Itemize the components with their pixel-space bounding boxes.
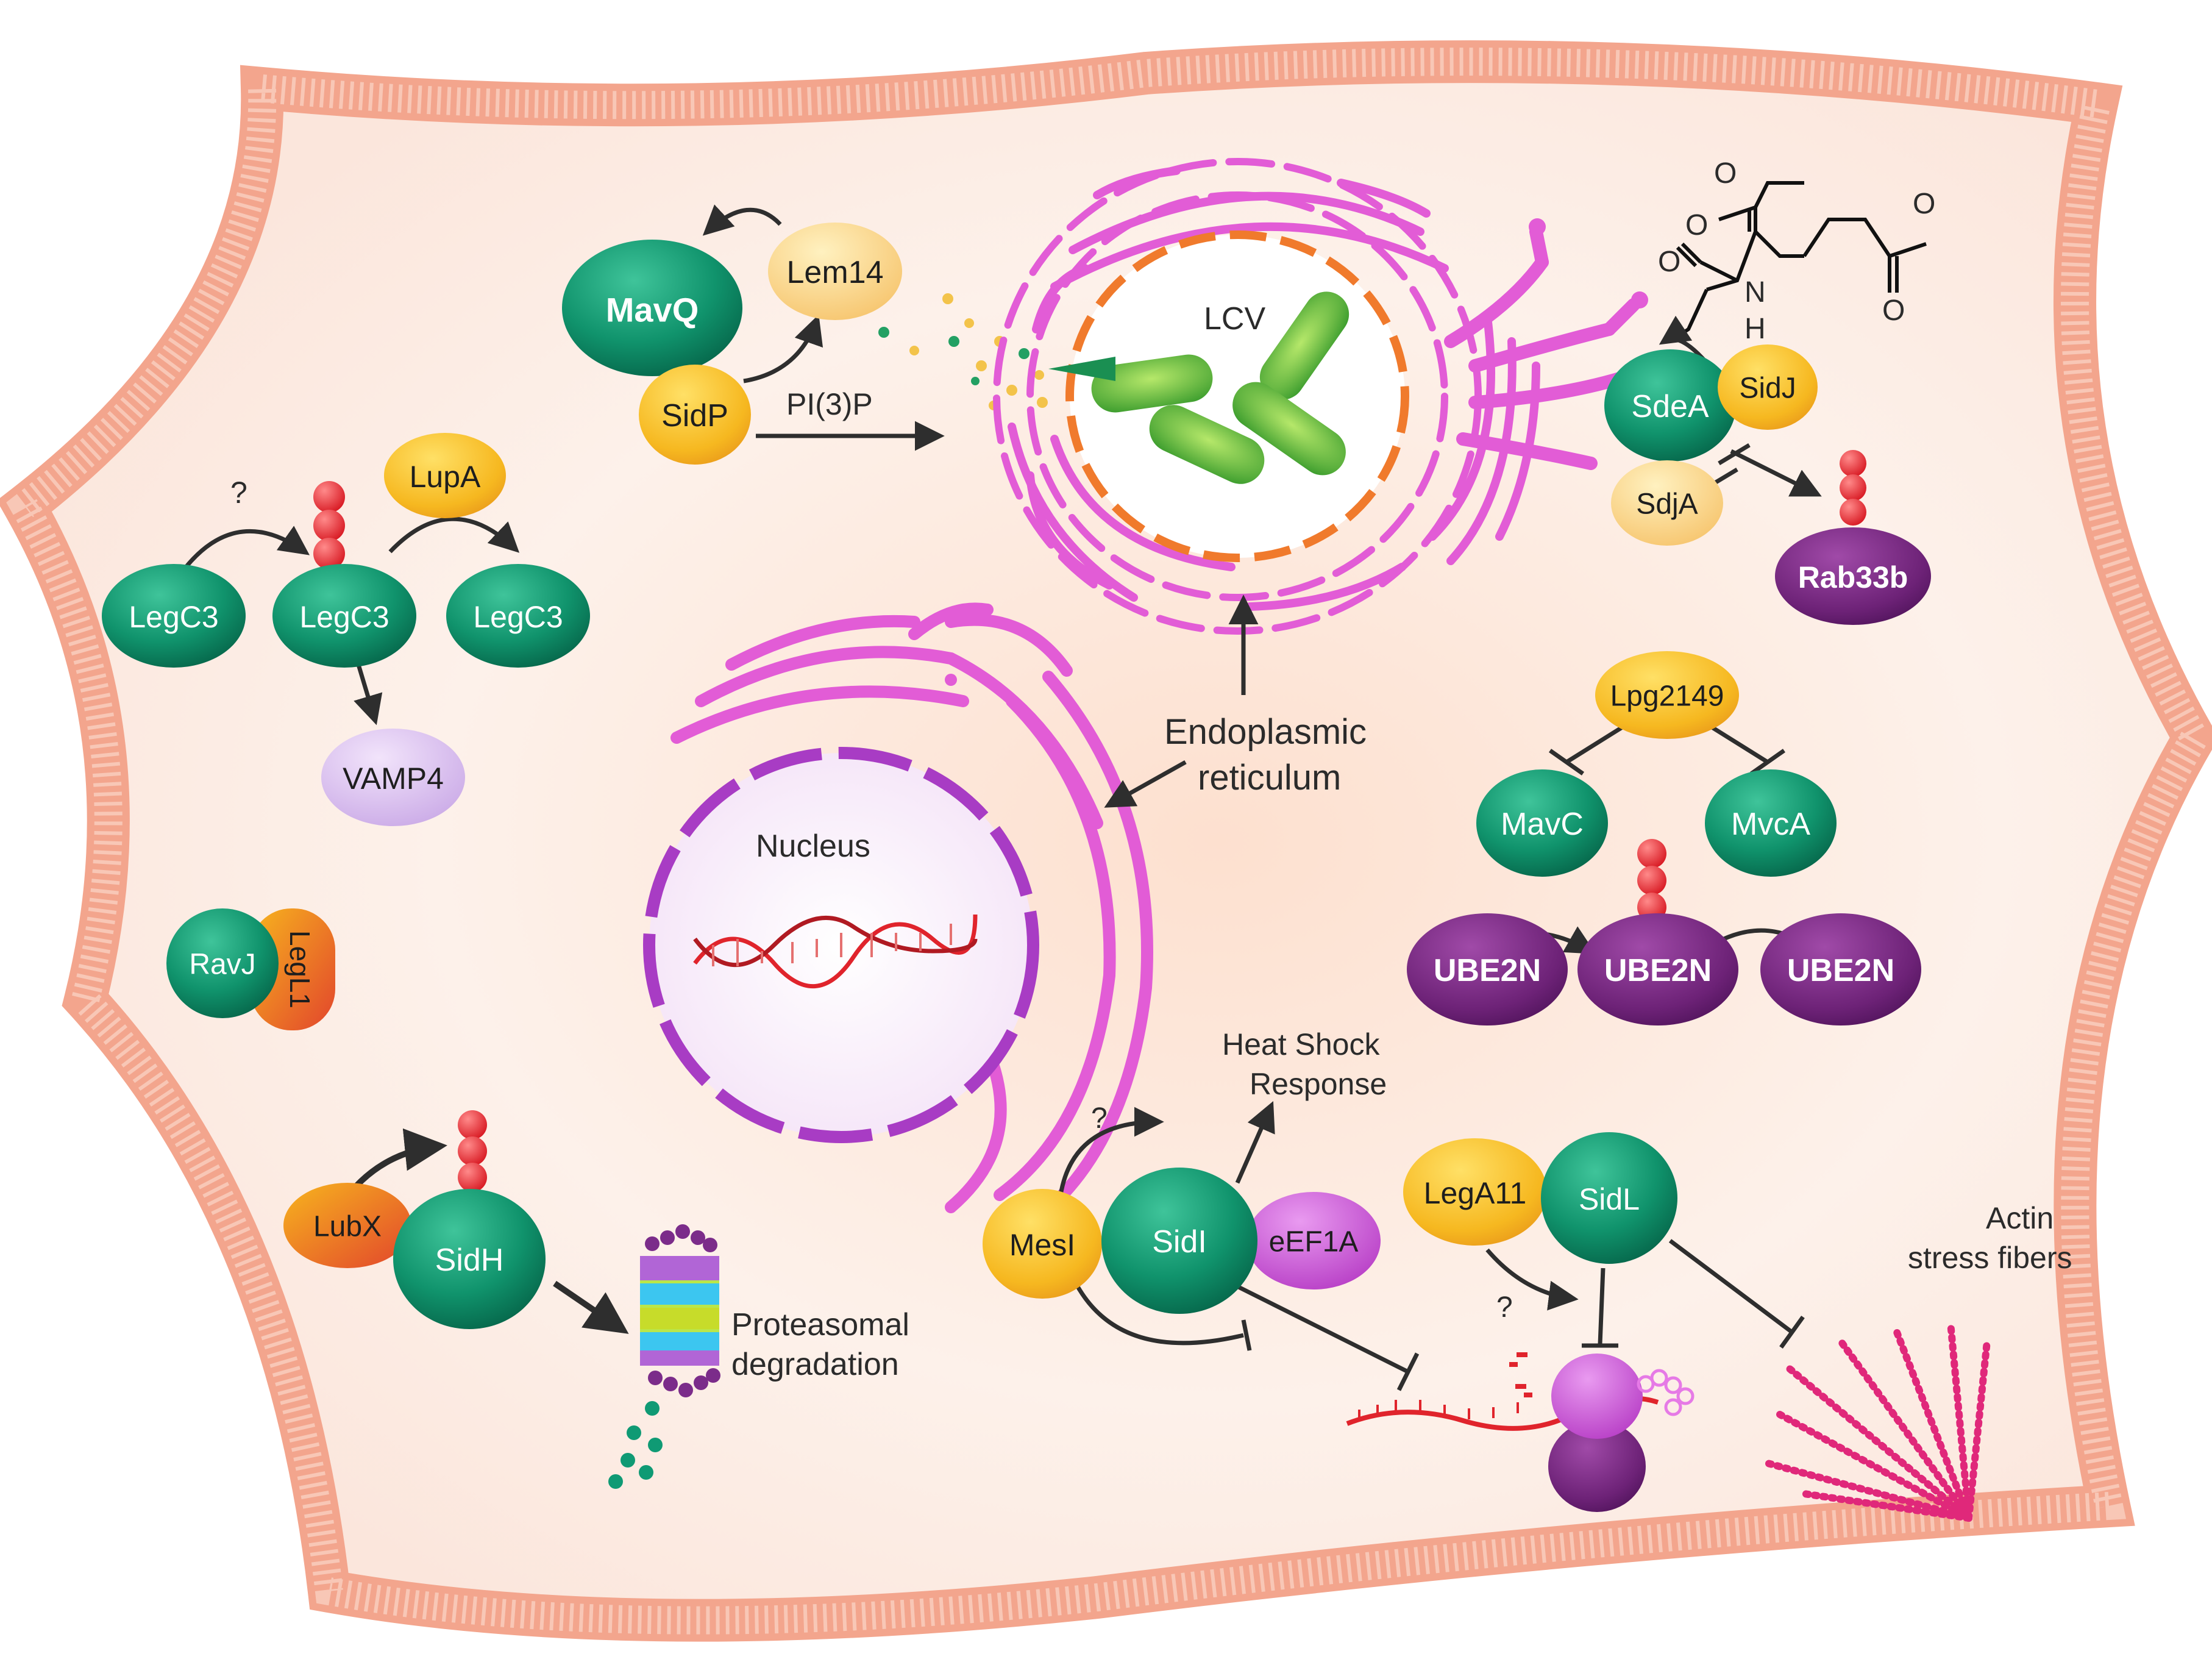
glu-o-right-top: O xyxy=(1913,188,1935,220)
vamp4-protein xyxy=(321,729,465,826)
dna-icon xyxy=(693,914,978,988)
ubiquitin-chain xyxy=(1840,450,1866,526)
sidi-question: ? xyxy=(1091,1102,1108,1135)
ubiquitin-chain xyxy=(1637,839,1666,922)
nucleus-label: Nucleus xyxy=(756,829,870,864)
proteasome-label-line1: Proteasomal xyxy=(731,1307,909,1343)
ube2n-right-label: UBE2N xyxy=(1787,953,1894,988)
heat-shock-line2: Response xyxy=(1250,1067,1387,1101)
ubiquitin-chain xyxy=(313,481,345,569)
legc3-group: ? LupA LegC3 LegC3 LegC3 VAMP4 xyxy=(102,433,590,826)
er-label-group: Endoplasmic reticulum xyxy=(1104,594,1367,808)
ube2n-left-protein xyxy=(1407,913,1568,1025)
glu-o-top: O xyxy=(1714,157,1737,190)
lupa-protein xyxy=(384,433,506,518)
sidp-protein xyxy=(639,365,751,465)
mavq-protein xyxy=(562,240,742,376)
proteasome-icon xyxy=(608,1224,720,1489)
proteasome-label-line2: degradation xyxy=(731,1347,899,1382)
sidl-label: SidL xyxy=(1579,1182,1640,1216)
lcv-compartment: LCV xyxy=(993,158,1659,635)
ube2n-left-label: UBE2N xyxy=(1434,953,1541,988)
lpg2149-label: Lpg2149 xyxy=(1610,680,1724,713)
actin-label-line1: Actin xyxy=(1986,1201,2054,1235)
sidi-group: ? Heat Shock Response MesI eEF1A SidI xyxy=(983,1027,1420,1391)
nucleus-er: Nucleus xyxy=(643,602,1153,1225)
er-label-line2: reticulum xyxy=(1198,758,1341,797)
ravj-legl1-group: LegL1 RavJ xyxy=(166,908,335,1030)
heat-shock-line1: Heat Shock xyxy=(1222,1027,1380,1061)
bacteria xyxy=(1048,291,1350,484)
sidh-label: SidH xyxy=(435,1243,504,1278)
ube2n-right-protein xyxy=(1760,913,1921,1025)
lega11-label: LegA11 xyxy=(1424,1176,1527,1210)
glu-n: N xyxy=(1744,276,1766,309)
sdea-protein xyxy=(1604,349,1736,462)
mvca-label: MvcA xyxy=(1731,807,1810,842)
pi3p-label: PI(3)P xyxy=(786,387,873,421)
vamp4-label: VAMP4 xyxy=(343,761,444,796)
mavq-label: MavQ xyxy=(606,291,699,329)
sdea-label: SdeA xyxy=(1631,389,1709,424)
ribosome-icon xyxy=(1346,1352,1695,1512)
legc3-right-protein xyxy=(446,564,590,668)
eef1a-label: eEF1A xyxy=(1269,1226,1359,1258)
legc3-mid-label: LegC3 xyxy=(299,600,389,634)
mavc-protein xyxy=(1476,769,1608,877)
ravj-label: RavJ xyxy=(189,949,255,981)
lubx-label: LubX xyxy=(313,1211,382,1243)
sdja-label: SdjA xyxy=(1636,488,1698,521)
sidi-label: SidI xyxy=(1152,1224,1207,1260)
mavc-label: MavC xyxy=(1501,807,1584,842)
glu-o-left: O xyxy=(1685,209,1708,241)
eef1a-protein xyxy=(1246,1192,1381,1289)
ube2n-mid-label: UBE2N xyxy=(1604,953,1712,988)
lcv-label: LCV xyxy=(1204,301,1265,337)
sidi-protein xyxy=(1101,1168,1257,1314)
mavq-group: MavQ Lem14 SidP PI(3)P xyxy=(562,204,1048,465)
legl1-label: LegL1 xyxy=(284,930,316,1008)
rab33b-label: Rab33b xyxy=(1798,560,1908,594)
glu-o-amide: O xyxy=(1658,246,1680,278)
rab33b-protein xyxy=(1775,527,1931,625)
ubiquitin-chain xyxy=(458,1110,487,1192)
ube2n-mid-protein xyxy=(1577,913,1738,1025)
sidp-label: SidP xyxy=(661,398,728,433)
sidj-label: SidJ xyxy=(1739,373,1796,405)
pi3p-vesicles xyxy=(878,293,1048,410)
glu-h: H xyxy=(1744,313,1766,345)
legc3-left-label: LegC3 xyxy=(129,600,218,634)
sdea-group: O O O O O N H SdeA SidJ SdjA Rab33b xyxy=(1604,157,1935,625)
sidl-question: ? xyxy=(1496,1291,1513,1324)
legc3-left-protein xyxy=(102,564,246,668)
sidh-group: LubX SidH Proteasomal degradation xyxy=(283,1110,909,1489)
legc3-right-label: LegC3 xyxy=(473,600,563,634)
sidh-protein xyxy=(393,1189,546,1329)
ravj-protein xyxy=(166,908,279,1018)
sidl-protein xyxy=(1541,1132,1677,1264)
sidj-protein xyxy=(1718,344,1818,430)
legc3-question: ? xyxy=(230,476,247,510)
actin-label-line2: stress fibers xyxy=(1908,1241,2072,1275)
legc3-mid-protein xyxy=(272,564,416,668)
lega11-protein xyxy=(1403,1138,1547,1246)
lupa-label: LupA xyxy=(410,460,481,494)
lpg2149-protein xyxy=(1595,651,1739,739)
lem14-label: Lem14 xyxy=(787,255,884,290)
er-label-line1: Endoplasmic xyxy=(1164,712,1367,752)
glu-o-right: O xyxy=(1882,294,1905,327)
mesi-label: MesI xyxy=(1009,1228,1075,1262)
lem14-protein xyxy=(768,223,902,320)
mvca-protein xyxy=(1705,769,1837,877)
actin-fibers-icon xyxy=(1764,1319,1991,1522)
mesi-protein xyxy=(983,1189,1102,1299)
ube2n-group: Lpg2149 MavC MvcA UBE2N UBE2N UBE2N xyxy=(1407,651,1921,1025)
sdja-protein xyxy=(1611,460,1723,546)
sidl-group: ? LegA11 SidL Actin stress fibers xyxy=(1403,1132,2072,1522)
lubx-protein xyxy=(283,1183,411,1268)
